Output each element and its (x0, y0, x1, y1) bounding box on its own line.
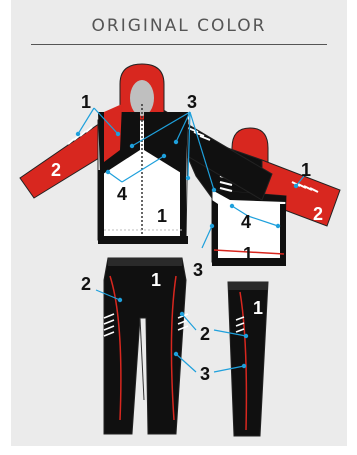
label-pants-side-leg: 1 (253, 298, 263, 318)
label-jacket-back-body: 1 (243, 244, 253, 264)
label-pants-side-stripe: 2 (200, 324, 210, 344)
label-jacket-back-sleeve-top: 1 (301, 160, 311, 180)
label-pants-front-pocket: 2 (81, 274, 91, 294)
label-pants-front-leg: 1 (151, 270, 161, 290)
label-jacket-front-shoulder: 1 (81, 92, 91, 112)
label-jacket-front-sleeve: 2 (51, 160, 61, 180)
label-jacket-back-yoke: 4 (241, 212, 251, 232)
pants-front-view (104, 258, 188, 434)
label-jacket-front-chest: 4 (117, 184, 127, 204)
label-pants-front-piping: 3 (200, 364, 210, 384)
label-jacket-back-side: 3 (193, 260, 203, 280)
label-jacket-back-sleeve: 2 (313, 204, 323, 224)
label-jacket-front-zip-trim: 3 (187, 92, 197, 112)
label-jacket-front-body: 1 (157, 206, 167, 226)
